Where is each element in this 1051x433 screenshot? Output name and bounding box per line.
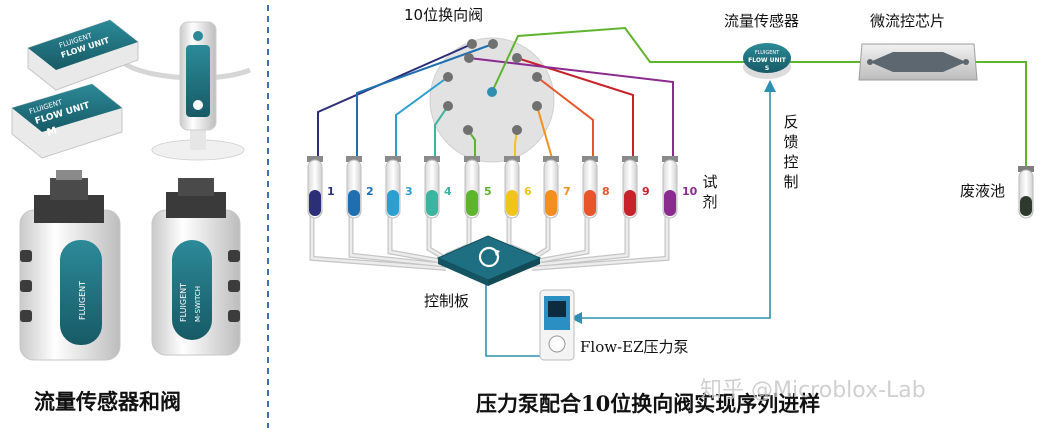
control-board xyxy=(436,235,542,286)
reagent-tube-4: 4 xyxy=(424,156,452,219)
reagent-label: 试剂 xyxy=(702,173,718,211)
valve-ports xyxy=(443,39,542,135)
m-switch-device-1: FLUIGENT xyxy=(19,170,121,361)
valve-port-7 xyxy=(532,101,542,111)
flow-sensor-brand: FLUIGENT xyxy=(755,50,780,56)
flow-sensor-size: S xyxy=(765,65,769,72)
feedback-line xyxy=(574,84,771,319)
reagent-tube-7: 7 xyxy=(543,156,571,219)
reagent-tube-3: 3 xyxy=(385,156,413,219)
reagent-tube-5: 5 xyxy=(464,156,492,219)
reagent-tube-2: 2 xyxy=(346,156,374,219)
valve-port-4 xyxy=(443,101,453,111)
tube-number-2: 2 xyxy=(366,185,374,198)
left-device-panel: FLUIGENT FLOW UNIT FLUIGENT FLOW UNIT M xyxy=(11,19,251,361)
valve-outlet-line xyxy=(491,26,745,93)
tube-number-10: 10 xyxy=(682,185,698,198)
valve-center-port xyxy=(487,87,497,97)
tube-number-8: 8 xyxy=(602,185,610,198)
reagent-fill-9 xyxy=(624,190,636,216)
feedback-label: 反馈控制 xyxy=(783,113,799,191)
valve-port-1 xyxy=(467,39,477,49)
reagent-tube-1: 1 xyxy=(307,156,335,219)
flow-sensor-device: FLUIGENT FLOW UNIT S xyxy=(743,43,791,79)
left-caption: 流量传感器和阀 xyxy=(34,389,181,414)
valve-port-10 xyxy=(464,53,474,63)
tube-number-6: 6 xyxy=(524,185,532,198)
diagram-caption: 压力泵配合10位换向阀实现序列进样 xyxy=(476,391,821,416)
feedback-arrow-left xyxy=(570,312,582,324)
flow-ez-pump xyxy=(539,289,575,361)
reagent-fill-2 xyxy=(348,190,360,216)
reagent-tubes: 1 2 3 4 5 6 7 8 9 10 xyxy=(307,156,698,219)
waste-label: 废液池 xyxy=(960,182,1006,200)
valve-port-5 xyxy=(463,125,473,135)
tube-number-9: 9 xyxy=(642,185,650,198)
valve-port-8 xyxy=(532,72,542,82)
flow-unit-s-device: FLUIGENT FLOW UNIT xyxy=(27,19,139,91)
chip-label: 微流控芯片 xyxy=(870,12,946,30)
valve-port-6 xyxy=(512,125,522,135)
reagent-fill-6 xyxy=(506,190,518,216)
tube-number-5: 5 xyxy=(484,185,492,198)
flow-sensor-label: 流量传感器 xyxy=(724,12,800,30)
ten-port-valve xyxy=(429,37,555,163)
reagent-tube-8: 8 xyxy=(582,156,610,219)
reagent-tube-10: 10 xyxy=(662,156,698,219)
reagent-line-10 xyxy=(468,57,674,190)
reagent-tube-6: 6 xyxy=(504,156,532,219)
flow-unit-m-size: M xyxy=(46,125,59,138)
valve-port-9 xyxy=(512,53,522,63)
m-switch-2-name: M-SWITCH xyxy=(194,286,202,322)
reagent-fill-10 xyxy=(664,190,676,216)
control-board-label: 控制板 xyxy=(424,292,470,310)
flow-unit-m-device: FLUIGENT FLOW UNIT M xyxy=(11,83,123,159)
watermark: 知乎 @Microblox-Lab xyxy=(700,378,926,403)
tube-number-3: 3 xyxy=(405,185,413,198)
pump-to-board-line xyxy=(485,270,540,357)
m-switch-device-2: FLUIGENT M-SWITCH xyxy=(151,178,241,356)
reagent-fill-1 xyxy=(309,190,321,216)
tube-number-7: 7 xyxy=(563,185,571,198)
reagent-fill-3 xyxy=(387,190,399,216)
reagent-fill-8 xyxy=(584,190,596,216)
reagent-fill-5 xyxy=(466,190,478,216)
reagent-tube-9: 9 xyxy=(622,156,650,219)
flow-sensor-name: FLOW UNIT xyxy=(748,57,787,64)
reagent-fill-7 xyxy=(545,190,557,216)
reagent-fill-4 xyxy=(426,190,438,216)
flow-unit-stand-device xyxy=(151,21,245,161)
refresh-icon xyxy=(478,246,500,268)
pump-label: Flow-EZ压力泵 xyxy=(580,338,689,356)
valve-label: 10位换向阀 xyxy=(404,6,484,24)
feedback-arrow-up xyxy=(764,80,776,92)
waste-tube xyxy=(1018,166,1034,219)
chip-to-waste-line xyxy=(975,61,1027,172)
tube-number-4: 4 xyxy=(444,185,452,198)
m-switch-2-brand: FLUIGENT xyxy=(179,283,188,322)
microfluidic-chip xyxy=(858,43,978,81)
valve-port-2 xyxy=(488,39,498,49)
m-switch-1-brand: FLUIGENT xyxy=(78,281,87,320)
tube-number-1: 1 xyxy=(327,185,335,198)
valve-port-3 xyxy=(443,72,453,82)
